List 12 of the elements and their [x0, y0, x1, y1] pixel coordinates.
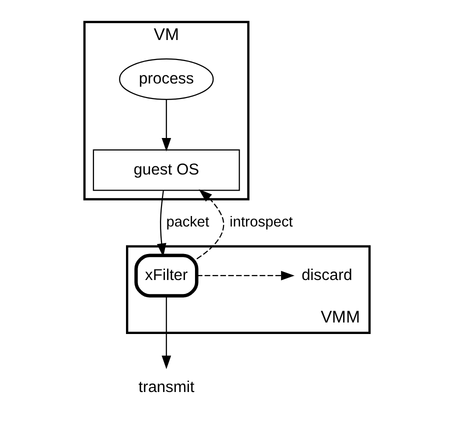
- arrow: [162, 100, 172, 152]
- node-box: xFilter: [134, 254, 198, 298]
- node-text: transmit: [138, 378, 194, 396]
- node-box: guest OS: [92, 149, 240, 191]
- arrow: [156, 190, 166, 257]
- edge-label: packet: [166, 214, 210, 231]
- node-ellipse: process: [119, 58, 214, 100]
- arrow: [196, 189, 224, 260]
- node-text: discard: [302, 266, 352, 284]
- arrow: [162, 296, 172, 370]
- edge-label: introspect: [230, 214, 293, 231]
- arrow: [196, 270, 295, 280]
